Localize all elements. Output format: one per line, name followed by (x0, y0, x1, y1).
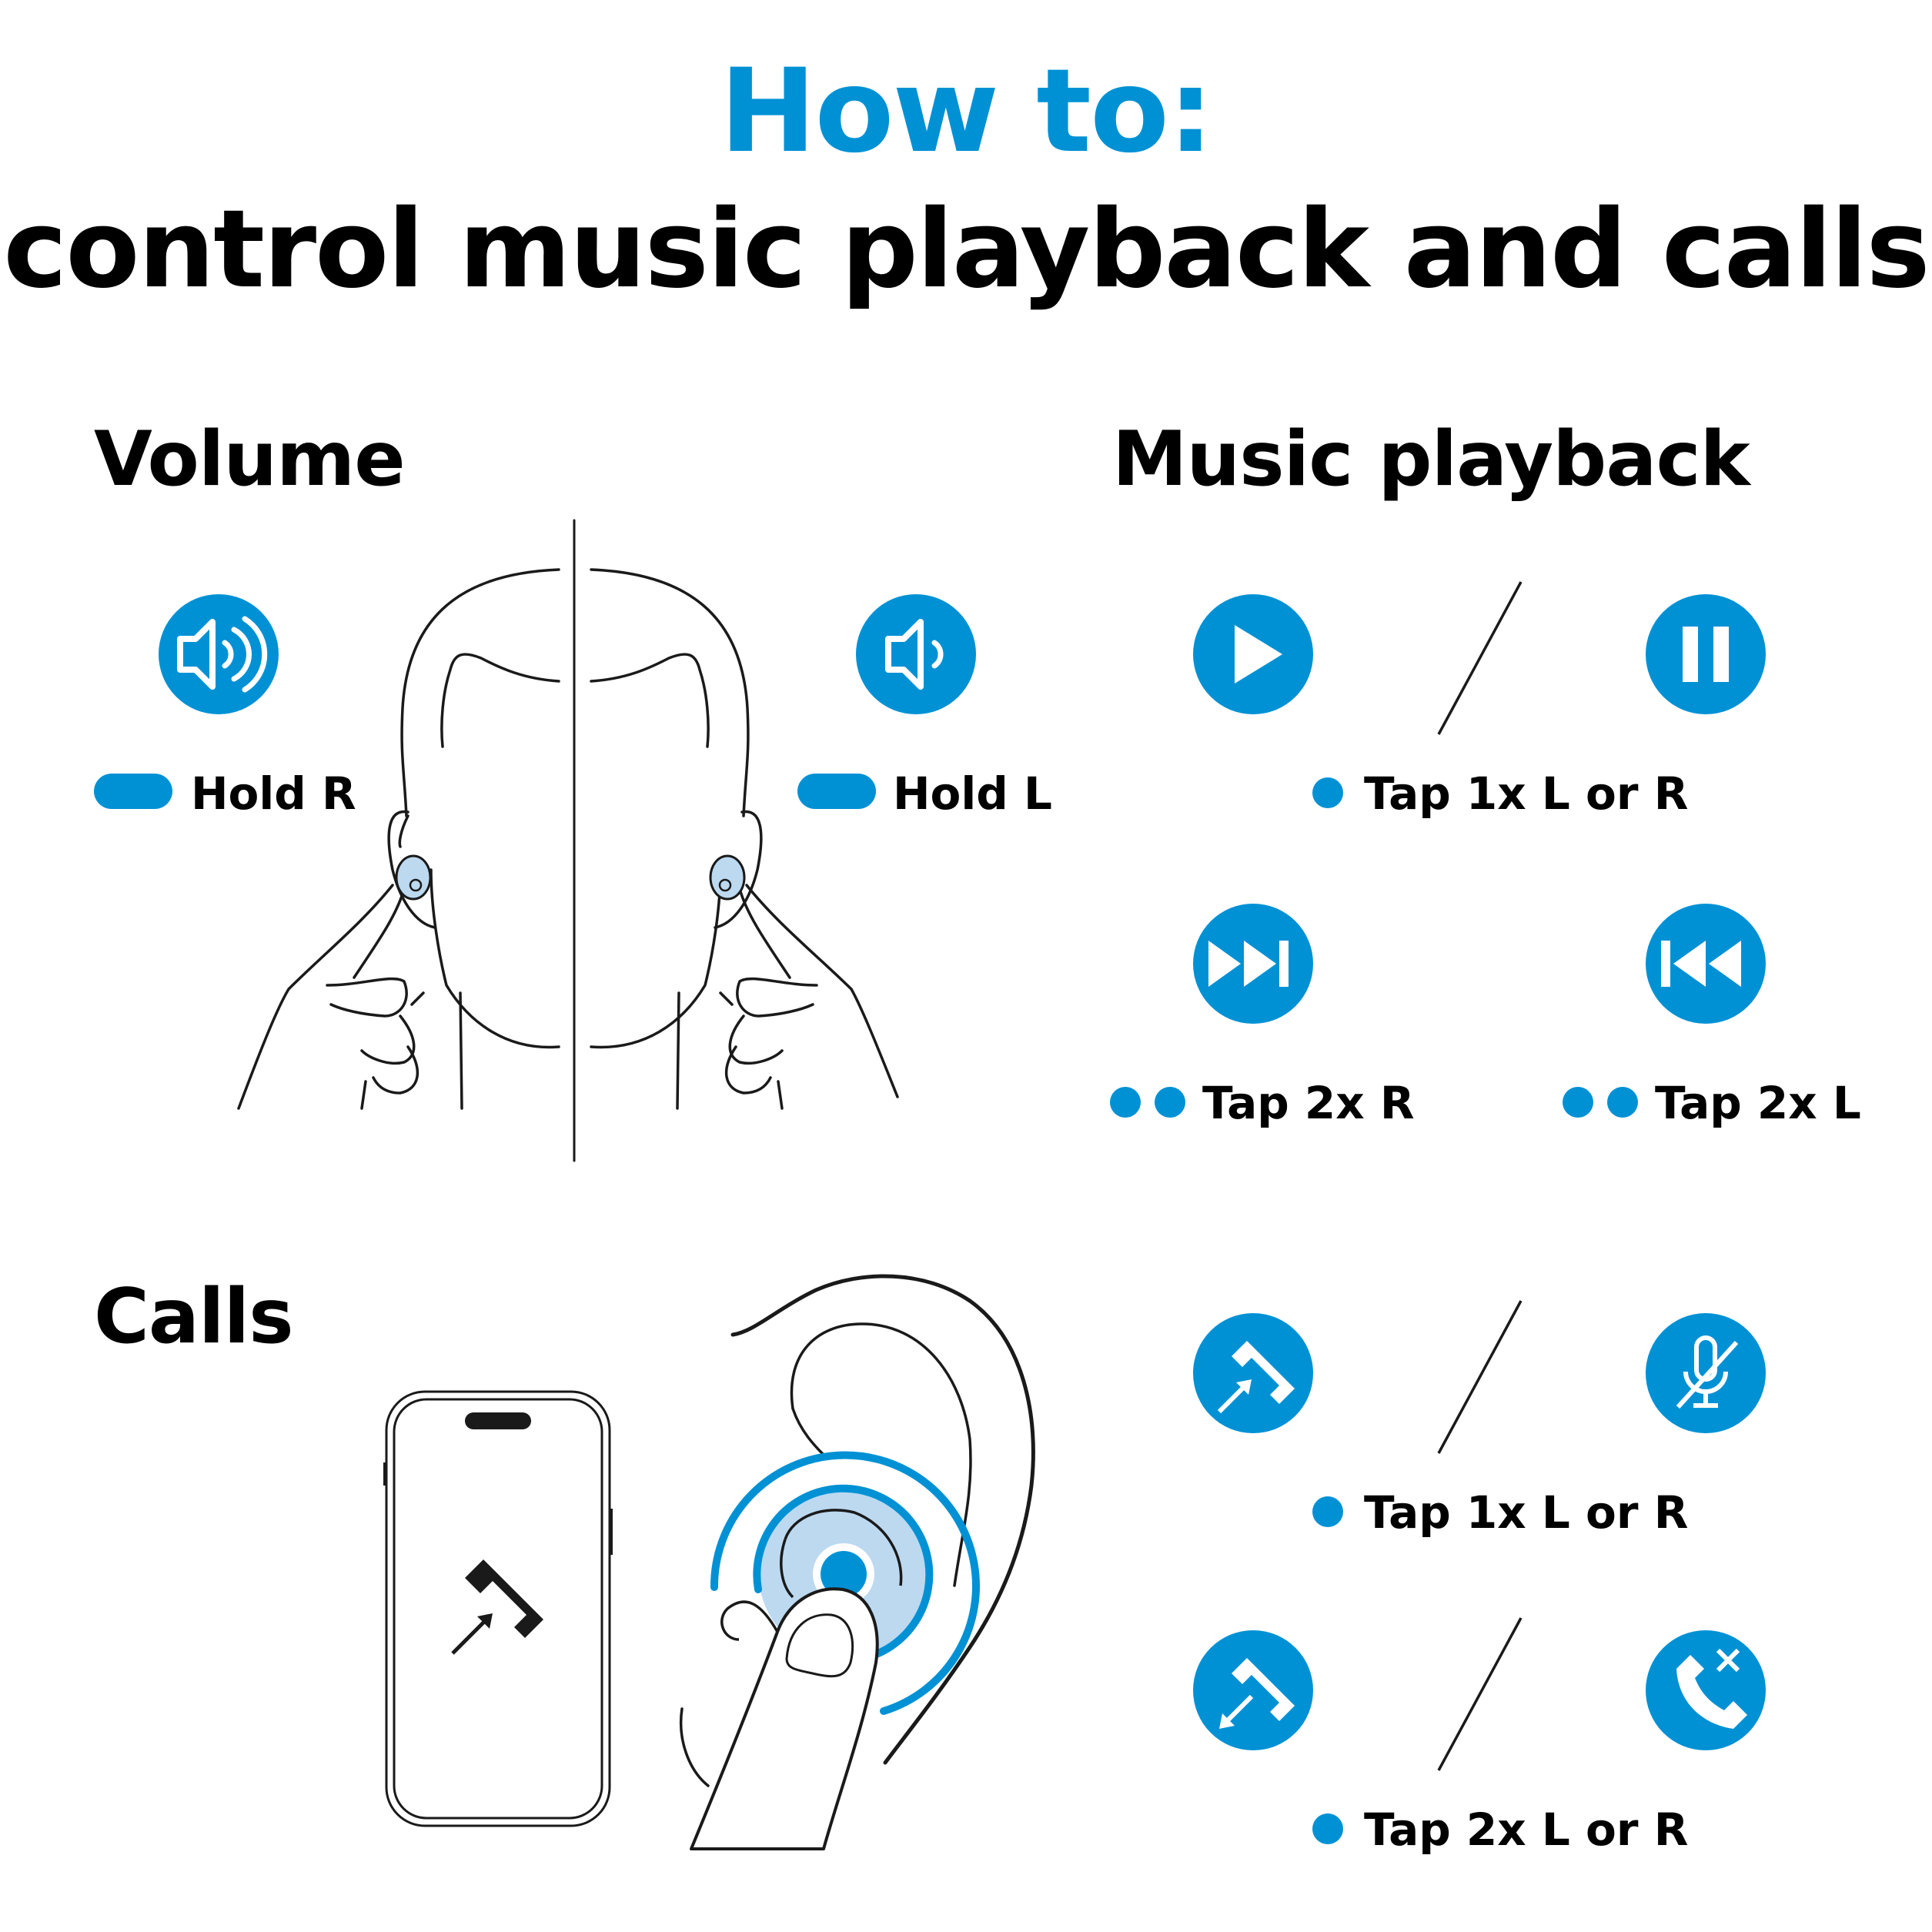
mute-microphone-icon (1646, 1313, 1766, 1433)
hold-indicator-right (94, 774, 172, 809)
tap-dot (1110, 1087, 1141, 1118)
reject-call-icon (1193, 1630, 1313, 1750)
earbud-left (395, 854, 432, 901)
tap-dot (1312, 777, 1343, 808)
divider-slash (1437, 581, 1523, 735)
previous-track-icon (1646, 904, 1766, 1024)
divider-slash (1437, 1300, 1523, 1454)
earbud-right (709, 854, 746, 901)
volume-down-icon (856, 594, 976, 714)
reject-end-label: Tap 2x L or R (1364, 1803, 1689, 1856)
ear-illustration (679, 1274, 1035, 1787)
earbud-in-ear (780, 1509, 903, 1599)
play-pause-label: Tap 1x L or R (1364, 767, 1689, 820)
title-highlight: How to: (719, 45, 1214, 179)
tap-dot (1155, 1087, 1185, 1118)
calls-heading: Calls (94, 1273, 294, 1361)
head-illustration (237, 519, 899, 1162)
smartphone-illustration (383, 1390, 613, 1827)
tap-dot (1607, 1087, 1638, 1118)
finger-illustration (690, 1587, 879, 1850)
next-track-label: Tap 2x R (1202, 1077, 1415, 1129)
next-track-icon (1193, 904, 1313, 1024)
page-title: control music playback and calls (3, 187, 1930, 313)
hold-right-label: Hold R (191, 767, 356, 820)
play-icon (1193, 594, 1313, 714)
accept-mute-label: Tap 1x L or R (1364, 1486, 1689, 1539)
pause-icon (1646, 594, 1766, 714)
hold-left-label: Hold L (893, 767, 1052, 820)
tap-dot (1563, 1087, 1593, 1118)
tap-dot (1312, 1496, 1343, 1527)
incoming-call-icon (451, 1559, 543, 1655)
accept-call-icon (1193, 1313, 1313, 1433)
volume-heading: Volume (94, 416, 406, 503)
music-playback-heading: Music playback (1112, 416, 1750, 503)
divider-slash (1437, 1617, 1523, 1771)
volume-up-icon (159, 594, 279, 714)
previous-track-label: Tap 2x L (1655, 1077, 1861, 1129)
tap-dot (1312, 1813, 1343, 1844)
end-call-icon (1646, 1630, 1766, 1750)
hold-indicator-left (797, 774, 876, 809)
